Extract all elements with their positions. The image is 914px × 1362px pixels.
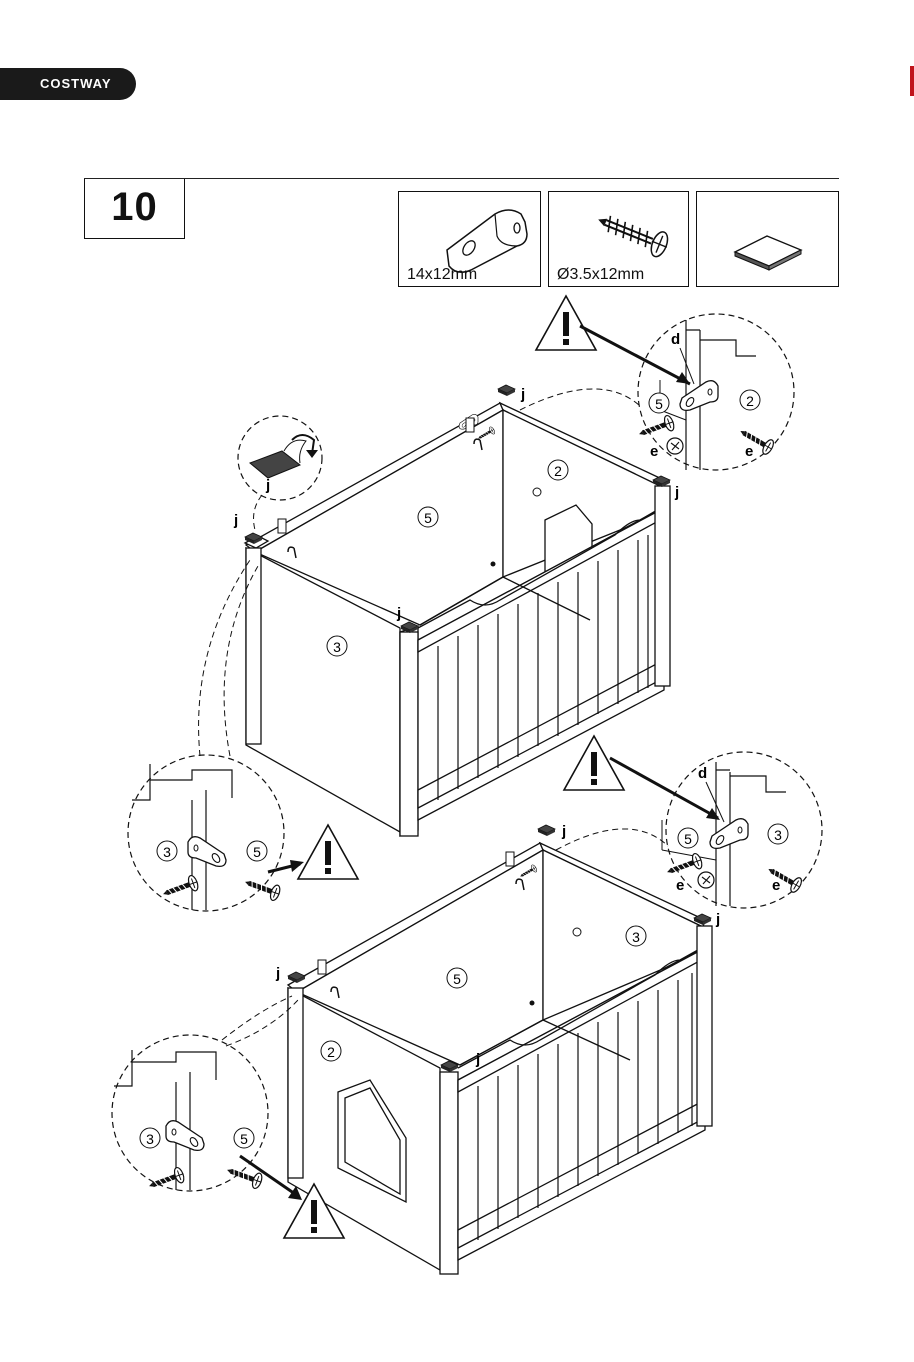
detail-lower-left: 3 5	[112, 996, 298, 1194]
felt-pad-icon	[697, 192, 838, 286]
svg-text:j: j	[275, 965, 280, 982]
lower-box	[288, 843, 712, 1274]
svg-text:e: e	[650, 443, 658, 460]
step-number: 10	[85, 185, 184, 230]
svg-text:j: j	[475, 1051, 480, 1068]
part-felt-pad	[696, 191, 839, 287]
part-bracket: 14x12mm	[398, 191, 541, 287]
svg-text:5: 5	[684, 831, 692, 847]
svg-text:j: j	[265, 477, 270, 494]
edge-accent-mark	[910, 66, 914, 96]
svg-text:3: 3	[163, 844, 171, 860]
lower-panel-3-label: 3	[632, 929, 640, 945]
svg-text:3: 3	[146, 1131, 154, 1147]
brand-logo: COSTWAY	[0, 68, 136, 100]
svg-text:2: 2	[746, 393, 754, 409]
svg-text:d: d	[671, 331, 680, 348]
upper-panel-3-label: 3	[333, 639, 341, 655]
bracket-size: 14x12mm	[407, 266, 477, 284]
svg-text:5: 5	[655, 396, 663, 412]
svg-text:5: 5	[253, 844, 261, 860]
lower-panel-5-label: 5	[453, 971, 461, 987]
svg-text:3: 3	[774, 827, 782, 843]
svg-text:e: e	[745, 443, 753, 460]
step-number-box: 10	[84, 179, 185, 239]
header-rule	[84, 178, 839, 179]
svg-text:j: j	[520, 386, 525, 403]
upper-panel-2-label: 2	[554, 463, 562, 479]
svg-text:e: e	[772, 877, 780, 894]
svg-text:j: j	[561, 823, 566, 840]
svg-text:5: 5	[240, 1131, 248, 1147]
svg-text:j: j	[674, 484, 679, 501]
svg-text:e: e	[676, 877, 684, 894]
assembly-figure: 5 2 3 j j j j j 5 2 d e e	[0, 290, 914, 1362]
svg-text:d: d	[698, 765, 707, 782]
lower-panel-2-label: 2	[327, 1044, 335, 1060]
svg-text:j: j	[396, 605, 401, 622]
svg-text:j: j	[233, 512, 238, 529]
upper-panel-5-label: 5	[424, 510, 432, 526]
svg-text:j: j	[715, 911, 720, 928]
brand-name: COSTWAY	[40, 76, 112, 91]
part-screw: Ø3.5x12mm	[548, 191, 689, 287]
screw-size: Ø3.5x12mm	[557, 266, 644, 284]
